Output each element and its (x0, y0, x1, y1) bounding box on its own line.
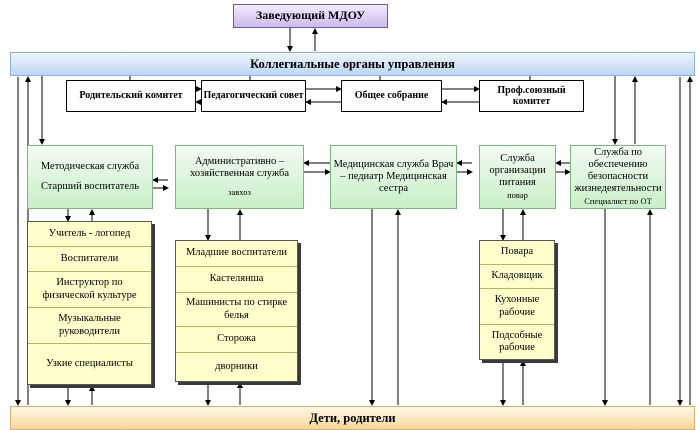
service-small: Специалист по ОТ (584, 196, 652, 207)
admin-staff-column: Младшие воспитатели Кастелянша Машинисты… (175, 240, 298, 382)
service-title: Служба организации питания (489, 153, 546, 189)
service-title: Методическая служба (40, 160, 140, 172)
staff-item: Узкие специалисты (46, 357, 133, 369)
parent-committee-box: Родительский комитет (66, 80, 196, 112)
staff-item: Кладовщик (480, 265, 554, 289)
methodical-staff-column: Учитель - логопед Воспитатели Инструктор… (27, 221, 152, 385)
children-parents-bar: Дети, родители (10, 406, 695, 430)
trade-union-committee-box: Проф.союзный комитет (479, 80, 584, 112)
staff-item: Повара (480, 241, 554, 265)
service-title: Медицинская служба Врач – педиатр Медици… (333, 158, 454, 195)
service-small: повар (507, 190, 528, 201)
staff-item: Кухонные рабочие (480, 289, 554, 325)
general-meeting-box: Общее собрание (341, 80, 442, 112)
staff-item: Инструктор по физической культуре (28, 272, 151, 308)
service-subtitle: Старший воспитатель (40, 181, 140, 192)
staff-item: Сторожа (176, 327, 297, 353)
methodical-service-box: Методическая служба Старший воспитатель (27, 145, 153, 209)
staff-item: дворники (215, 360, 258, 372)
medical-service-box: Медицинская служба Врач – педиатр Медици… (330, 145, 457, 209)
collegial-bodies-bar: Коллегиальные органы управления (10, 52, 695, 76)
service-title: Служба по обеспечению безопасности жизне… (574, 147, 662, 195)
head-box: Заведующий МДОУ (233, 4, 388, 28)
staff-item: Музыкальные руководители (28, 308, 151, 344)
service-small: завхоз (228, 187, 251, 198)
food-service-box: Служба организации питания повар (479, 145, 556, 209)
staff-item: Кастелянша (176, 267, 297, 293)
staff-item: Учитель - логопед (28, 222, 151, 247)
pedagogical-council-box: Педагогический совет (201, 80, 306, 112)
safety-service-box: Служба по обеспечению безопасности жизне… (570, 145, 666, 209)
staff-item: Машинисты по стирке белья (176, 293, 297, 327)
admin-service-box: Административно – хозяйственная служба з… (175, 145, 304, 209)
staff-item: Воспитатели (28, 247, 151, 272)
staff-item: Подсобные рабочие (491, 329, 543, 353)
food-staff-column: Повара Кладовщик Кухонные рабочие Подсоб… (479, 240, 555, 360)
service-title: Административно – хозяйственная служба (190, 156, 289, 180)
staff-item: Младшие воспитатели (176, 241, 297, 267)
